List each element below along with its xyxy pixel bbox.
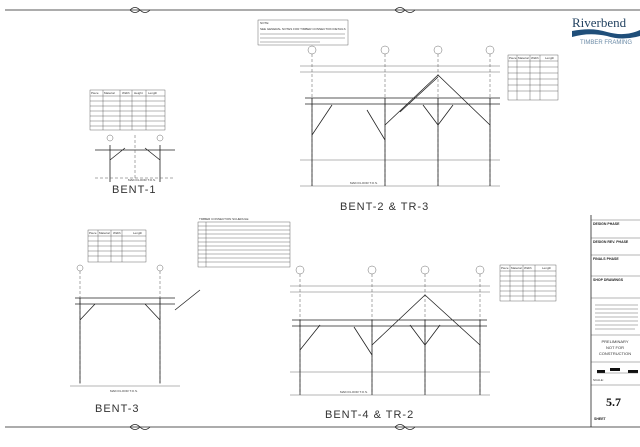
ornament-icon	[394, 7, 416, 13]
svg-text:Material: Material	[518, 56, 529, 60]
svg-text:SEE GENERAL NOTES FOR TIMBER C: SEE GENERAL NOTES FOR TIMBER CONNECTION …	[260, 27, 346, 31]
svg-text:Width: Width	[524, 266, 532, 270]
bent-4-tr-2-elevation: MAIN FLOOR T.O.S. BENT-4 & TR-2	[290, 265, 490, 421]
company-logo: Riverbend TIMBER FRAMING	[572, 15, 640, 46]
bent-3-elevation: MAIN FLOOR T.O.S. BENT-3	[70, 264, 201, 415]
bent-1-elevation: MAIN FLOOR T.O.S. BENT-1	[95, 134, 175, 196]
sheet-label: SHEET	[594, 417, 607, 421]
svg-text:Width: Width	[531, 56, 539, 60]
svg-text:Width: Width	[113, 231, 121, 235]
svg-text:MAIN FLOOR T.O.S.: MAIN FLOOR T.O.S.	[110, 389, 138, 393]
svg-text:NOT FOR: NOT FOR	[606, 345, 624, 350]
ornament-icon	[394, 424, 416, 430]
svg-text:Piece: Piece	[91, 91, 99, 95]
svg-text:Piece: Piece	[89, 231, 97, 235]
scale-bar	[597, 368, 638, 374]
note-box: NOTE: SEE GENERAL NOTES FOR TIMBER CONNE…	[257, 19, 349, 46]
svg-text:Material: Material	[511, 266, 522, 270]
svg-text:BENT-4 & TR-2: BENT-4 & TR-2	[325, 409, 414, 421]
svg-text:Riverbend: Riverbend	[572, 15, 627, 30]
svg-text:SCALE:: SCALE:	[593, 378, 604, 382]
sheet-number: 5.7	[606, 395, 621, 409]
svg-text:NOTE:: NOTE:	[260, 21, 269, 25]
title-block: DESIGN PHASE DESIGN REV. PHASE FINALS PH…	[590, 215, 640, 427]
svg-text:BENT-3: BENT-3	[95, 403, 140, 415]
svg-text:PRELIMINARY: PRELIMINARY	[601, 339, 628, 344]
svg-text:CONSTRUCTION: CONSTRUCTION	[599, 351, 631, 356]
svg-text:Height: Height	[134, 91, 143, 95]
svg-text:BENT-2 & TR-3: BENT-2 & TR-3	[340, 201, 429, 213]
svg-text:DESIGN REV. PHASE: DESIGN REV. PHASE	[593, 240, 629, 244]
svg-text:DESIGN PHASE: DESIGN PHASE	[593, 222, 620, 226]
svg-text:Material: Material	[104, 91, 115, 95]
svg-text:MAIN FLOOR T.O.S.: MAIN FLOOR T.O.S.	[350, 181, 378, 185]
svg-text:BENT-1: BENT-1	[112, 184, 157, 196]
svg-text:FINALS PHASE: FINALS PHASE	[593, 257, 619, 261]
svg-text:MAIN FLOOR T.O.S.: MAIN FLOOR T.O.S.	[128, 178, 156, 182]
bent-2-tr-3-elevation: MAIN FLOOR T.O.S. BENT-2 & TR-3	[300, 45, 500, 213]
svg-text:Length: Length	[542, 266, 552, 270]
ornament-icon	[129, 7, 151, 13]
svg-text:Piece: Piece	[509, 56, 517, 60]
ornament-icon	[129, 424, 151, 430]
svg-text:TIMBER FRAMING: TIMBER FRAMING	[580, 40, 632, 46]
material-table: Piece Material Width Height Length	[89, 89, 166, 131]
svg-text:SHOP DRAWINGS: SHOP DRAWINGS	[593, 278, 624, 282]
svg-text:Piece: Piece	[501, 266, 509, 270]
svg-text:Length: Length	[148, 91, 158, 95]
svg-text:MAIN FLOOR T.O.S.: MAIN FLOOR T.O.S.	[340, 390, 368, 394]
timber-connection-schedule: TIMBER CONNECTION SCHEDULE	[197, 217, 291, 268]
svg-text:Length: Length	[545, 56, 555, 60]
svg-text:Material: Material	[99, 231, 110, 235]
svg-text:TIMBER CONNECTION SCHEDULE: TIMBER CONNECTION SCHEDULE	[199, 217, 249, 221]
svg-text:Width: Width	[122, 91, 130, 95]
svg-text:Length: Length	[133, 231, 143, 235]
